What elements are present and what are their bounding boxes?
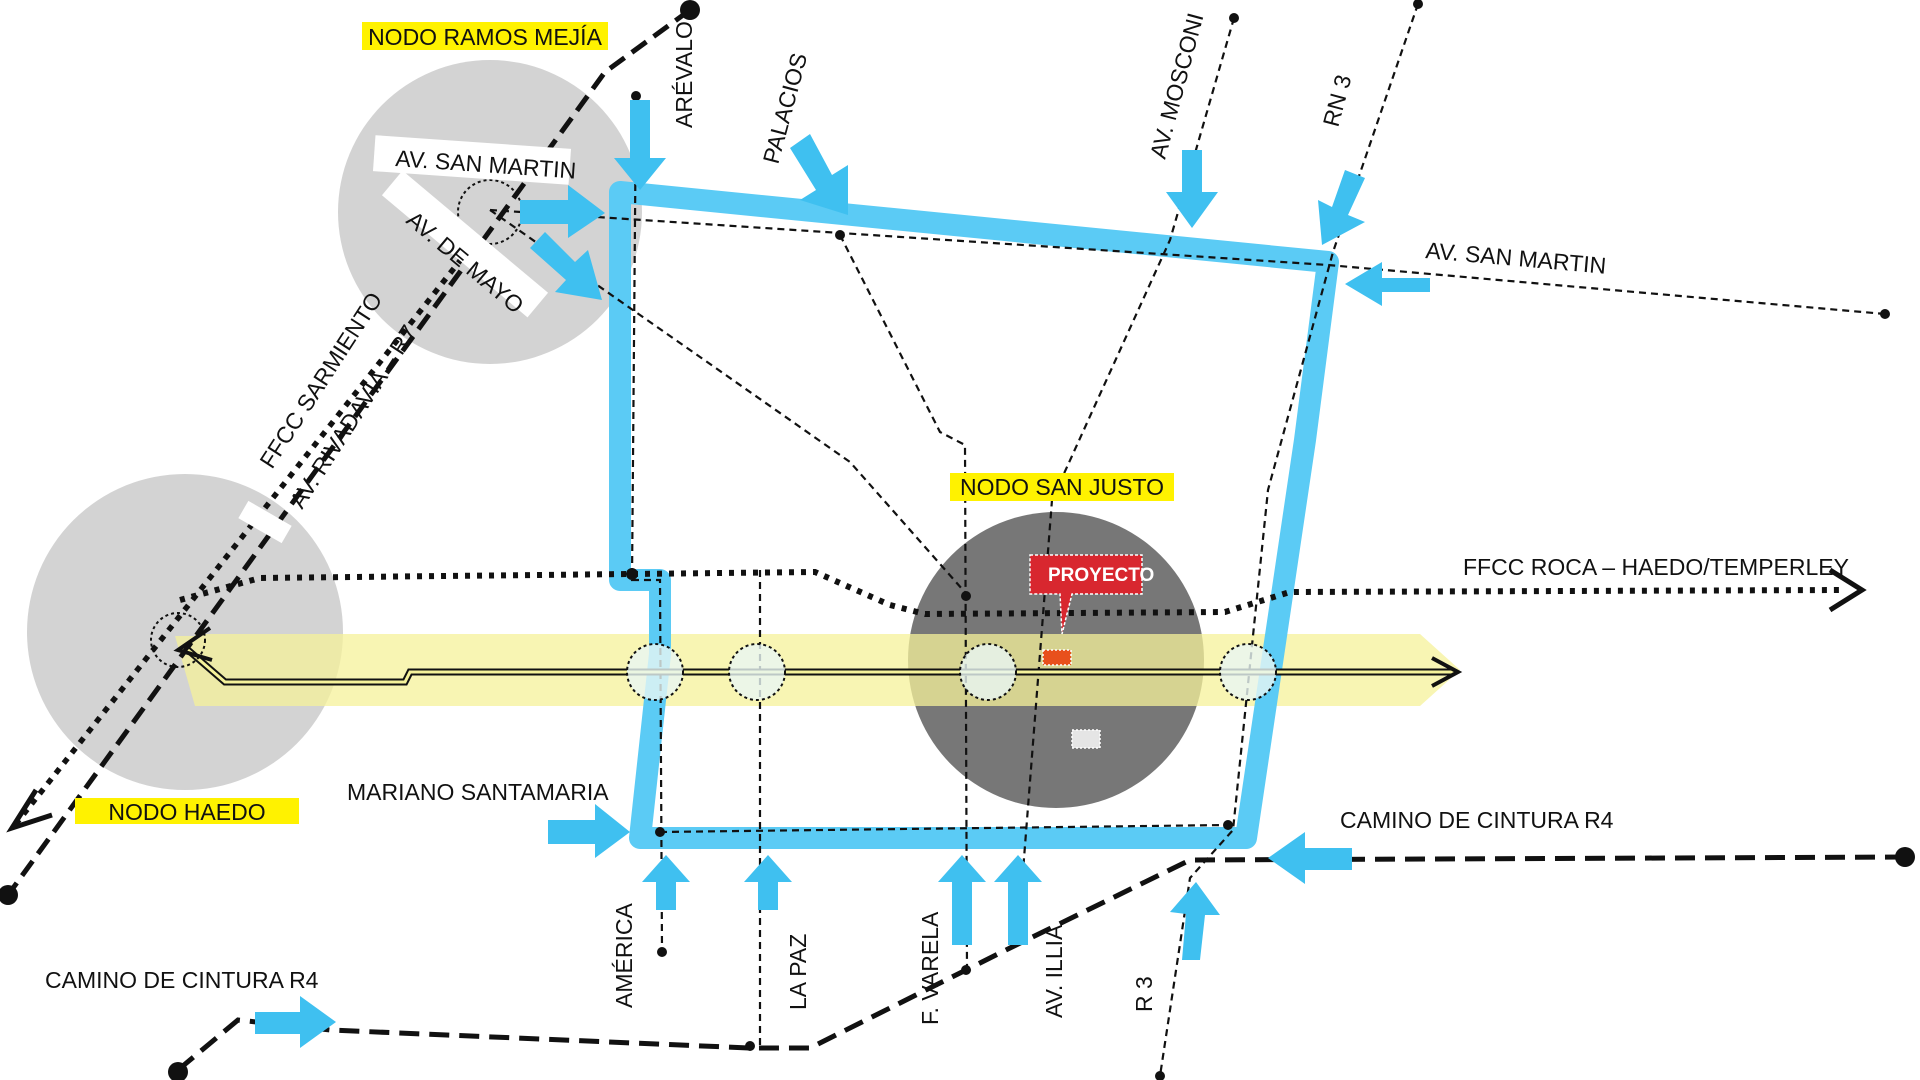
node-haedo-area — [27, 474, 343, 790]
street-arevalo-line — [630, 99, 664, 951]
flow-direction-arrow-icon — [1431, 656, 1463, 688]
street-label-america: AMÉRICA — [611, 903, 637, 1008]
label-strip-san-martin — [372, 135, 572, 185]
inflow-arrow-icon — [1318, 170, 1365, 245]
station-marker-icon — [168, 1062, 188, 1080]
station-marker-icon — [961, 591, 971, 601]
street-label-santamaria: MARIANO SANTAMARIA — [347, 779, 609, 805]
street-label-r3: R 3 — [1131, 976, 1157, 1012]
inflow-arrow-icon — [520, 185, 605, 238]
inflow-arrow-icon — [642, 855, 690, 910]
street-label-rn3: RN 3 — [1318, 72, 1357, 129]
street-label-la-paz: LA PAZ — [785, 934, 811, 1010]
project-label: PROYECTO — [1048, 565, 1154, 586]
inflow-arrows — [255, 100, 1430, 1048]
station-marker-icon — [1155, 1071, 1165, 1080]
line-rivadavia — [5, 7, 692, 897]
project-site — [1042, 649, 1072, 666]
station-haedo — [150, 612, 206, 668]
node-label-bg-ramos-mejia — [362, 22, 608, 50]
inflow-arrow-icon — [548, 804, 630, 858]
project-marker: PROYECTO — [1029, 554, 1154, 749]
street-label-cintura-right: CAMINO DE CINTURA R4 — [1340, 807, 1614, 833]
inflow-arrow-icon — [530, 232, 602, 300]
station-marker-icon — [835, 230, 845, 240]
street-santamaria-line — [659, 823, 1229, 834]
inflow-arrow-icon — [744, 855, 792, 910]
street-palacios-line — [839, 234, 969, 973]
inflow-arrow-icon — [255, 996, 336, 1048]
inflow-arrow-icon — [614, 100, 666, 190]
station-la-paz — [728, 643, 786, 701]
street-label-varela: F. VARELA — [917, 911, 943, 1025]
line-cintura-r4 — [176, 854, 1906, 1072]
street-label-arevalo: ARÉVALO — [671, 21, 697, 128]
station-america — [626, 643, 684, 701]
station-marker-icon — [1229, 13, 1239, 23]
label-strip-sarmiento — [238, 500, 292, 544]
node-label-bg-san-justo — [950, 473, 1174, 501]
station-marker-icon — [1413, 0, 1423, 9]
node-label-bg-haedo — [75, 798, 299, 824]
station-marker-icon — [631, 91, 641, 101]
line-sarmiento — [12, 246, 473, 827]
street-label-roca: FFCC ROCA – HAEDO/TEMPERLEY — [1463, 554, 1849, 580]
station-marker-icon — [0, 885, 18, 905]
station-rn3 — [1219, 643, 1277, 701]
inflow-arrow-icon — [994, 855, 1042, 945]
flow-direction-arrow-icon — [173, 626, 213, 662]
station-marker-icon — [680, 0, 700, 20]
street-san-martin-line — [489, 208, 1886, 316]
node-label-san-justo: NODO SAN JUSTO — [960, 474, 1164, 500]
station-marker-icon — [1880, 309, 1890, 319]
flow-direction-arrow-icon — [6, 788, 53, 833]
flow-direction-arrow-icon — [1828, 567, 1867, 613]
inflow-arrow-icon — [1268, 832, 1352, 884]
inflow-arrow-icon — [938, 855, 986, 945]
station-marker-icon — [1895, 847, 1915, 867]
label-strip-de-mayo — [381, 170, 549, 318]
street-label-san-martin-right: AV. SAN MARTIN — [1425, 237, 1608, 279]
station-marker-icon — [655, 827, 665, 837]
corridor-stations — [150, 179, 1277, 701]
station-marker-icon — [1223, 820, 1233, 830]
inflow-arrow-icon — [1345, 262, 1430, 306]
node-label-ramos-mejia: NODO RAMOS MEJÍA — [368, 24, 603, 50]
street-label-illia: AV. ILLIA — [1041, 924, 1067, 1018]
secondary-site — [1071, 729, 1101, 749]
street-label-cintura-left: CAMINO DE CINTURA R4 — [45, 967, 319, 993]
station-varela — [959, 643, 1017, 701]
street-de-mayo-line — [489, 209, 971, 599]
inflow-arrow-icon — [1170, 882, 1220, 960]
inflow-arrow-icon — [790, 134, 848, 215]
station-marker-icon — [657, 947, 667, 957]
node-label-haedo: NODO HAEDO — [108, 799, 265, 825]
inflow-arrow-icon — [1166, 150, 1218, 228]
